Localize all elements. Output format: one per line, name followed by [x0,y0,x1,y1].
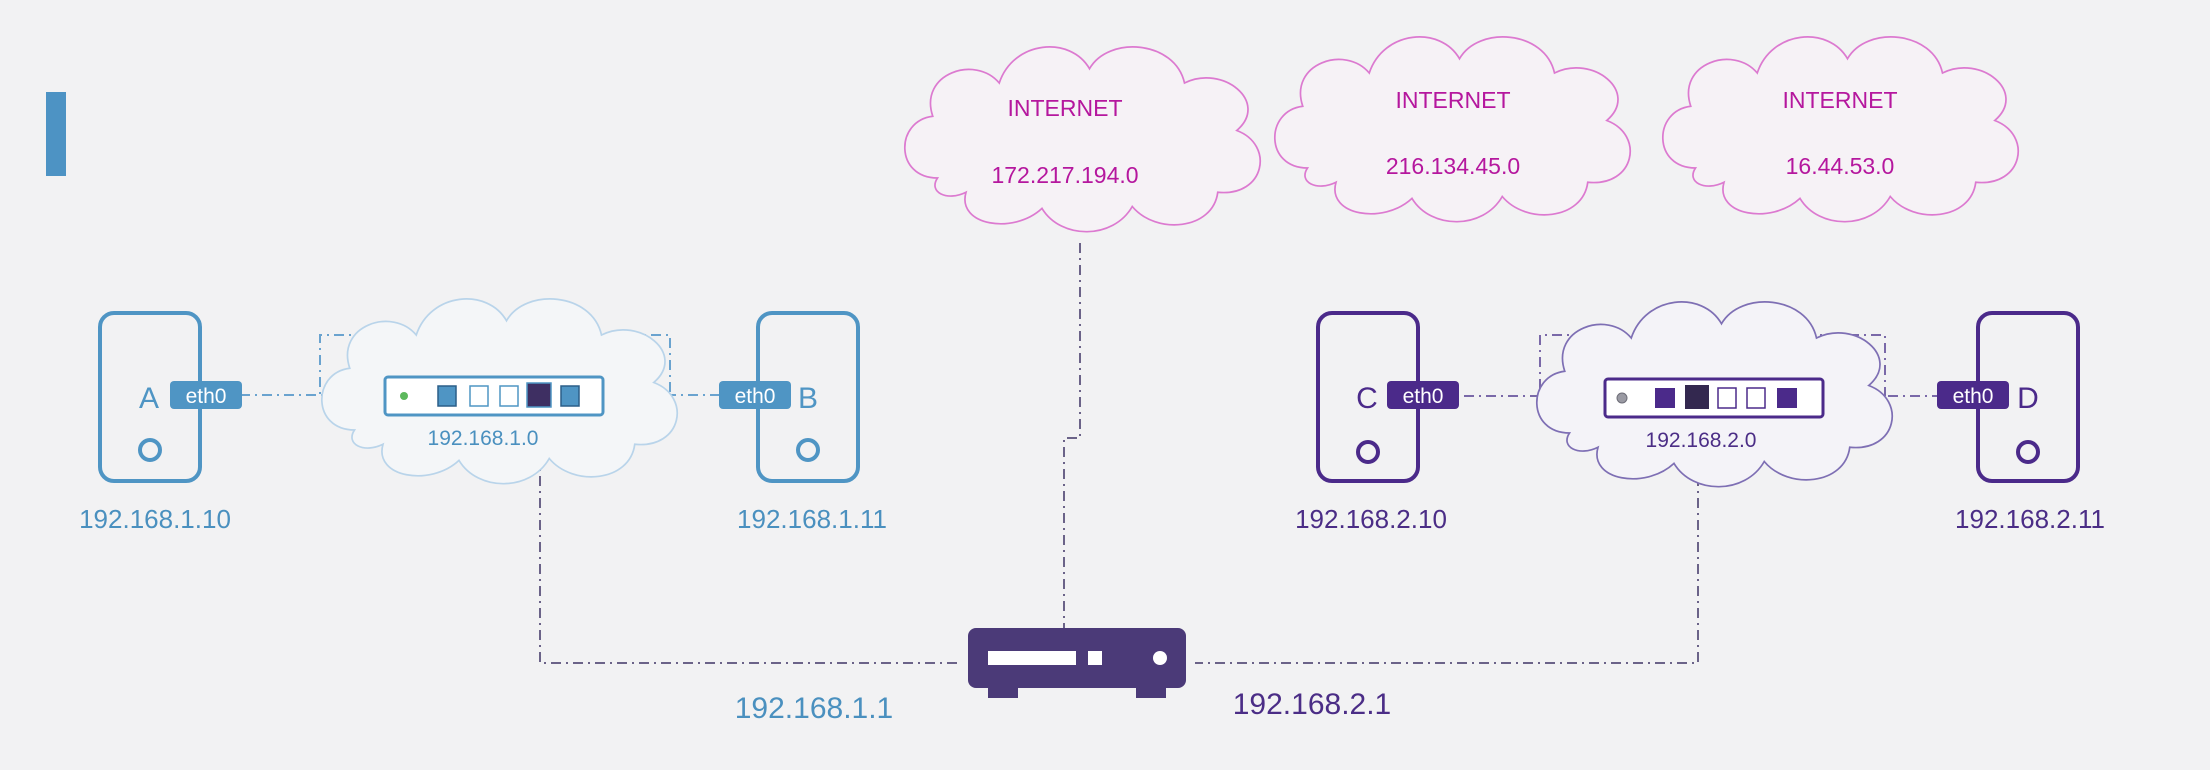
internet-cloud-3-address: 16.44.53.0 [1786,153,1895,179]
host-d-power-icon [2016,440,2040,464]
switch-1-address: 192.168.1.0 [428,427,539,450]
host-a-power-icon [138,438,162,462]
host-d-eth0-label: eth0 [1953,385,1994,408]
internet-cloud-1-address: 172.217.194.0 [991,162,1138,188]
host-b-power-icon [796,438,820,462]
host-b-eth0-badge [719,381,791,409]
router-power-light [1153,651,1167,665]
host-a-ip: 192.168.1.10 [79,504,231,534]
switch-2-address: 192.168.2.0 [1646,429,1757,452]
host-a[interactable]: A eth0 192.168.1.10 [79,311,242,534]
switch-1-port-5 [560,385,580,407]
host-c[interactable]: C eth0 192.168.2.10 [1295,311,1459,534]
switch-2-port-1 [1655,388,1675,408]
host-d-eth0-badge [1937,381,2009,409]
router-left-ip: 192.168.1.1 [735,692,893,725]
host-c-letter: C [1356,382,1378,415]
switch-2-port-4 [1746,387,1766,409]
host-d-letter: D [2017,382,2039,415]
router-right-ip: 192.168.2.1 [1233,688,1391,721]
host-b-ip: 192.168.1.11 [737,504,887,534]
host-d[interactable]: D eth0 192.168.2.11 [1937,311,2105,534]
internet-cloud-3: INTERNET 16.44.53.0 [1661,36,2020,223]
router[interactable]: 192.168.1.1 192.168.2.1 [735,628,1391,725]
router-display [988,651,1076,665]
internet-cloud-2-title: INTERNET [1396,87,1511,113]
switch-1-port-1 [437,385,457,407]
switch-1-port-2 [469,385,489,407]
host-c-power-icon [1356,440,1380,464]
switch-2-port-3 [1717,387,1737,409]
internet-cloud-1-title: INTERNET [1008,95,1123,121]
switch-2-status-led [1616,392,1628,404]
host-c-eth0-label: eth0 [1403,385,1444,408]
host-d-ip: 192.168.2.11 [1955,504,2105,534]
host-b[interactable]: B eth0 192.168.1.11 [719,311,887,534]
host-b-eth0-label: eth0 [735,385,776,408]
router-indicator [1088,651,1102,665]
host-a-eth0-badge [170,381,242,409]
internet-cloud-2-address: 216.134.45.0 [1386,153,1520,179]
internet-cloud-1: INTERNET 172.217.194.0 [903,46,1262,233]
switch-1-status-led [400,392,408,400]
switch-1-port-4 [526,382,552,408]
host-c-ip: 192.168.2.10 [1295,504,1447,534]
router-body [968,628,1186,688]
switch-1-port-3 [499,385,519,407]
switch-1[interactable]: 192.168.1.0 [383,375,605,450]
host-c-eth0-badge [1387,381,1459,409]
internet-cloud-2: INTERNET 216.134.45.0 [1273,36,1632,223]
host-b-letter: B [798,382,818,415]
switch-2[interactable]: 192.168.2.0 [1603,377,1825,452]
accent-bar [46,92,66,176]
switch-2-port-5 [1777,388,1797,408]
host-a-letter: A [139,382,159,415]
host-a-eth0-label: eth0 [186,385,227,408]
switch-2-port-2 [1685,385,1709,409]
internet-cloud-3-title: INTERNET [1783,87,1898,113]
